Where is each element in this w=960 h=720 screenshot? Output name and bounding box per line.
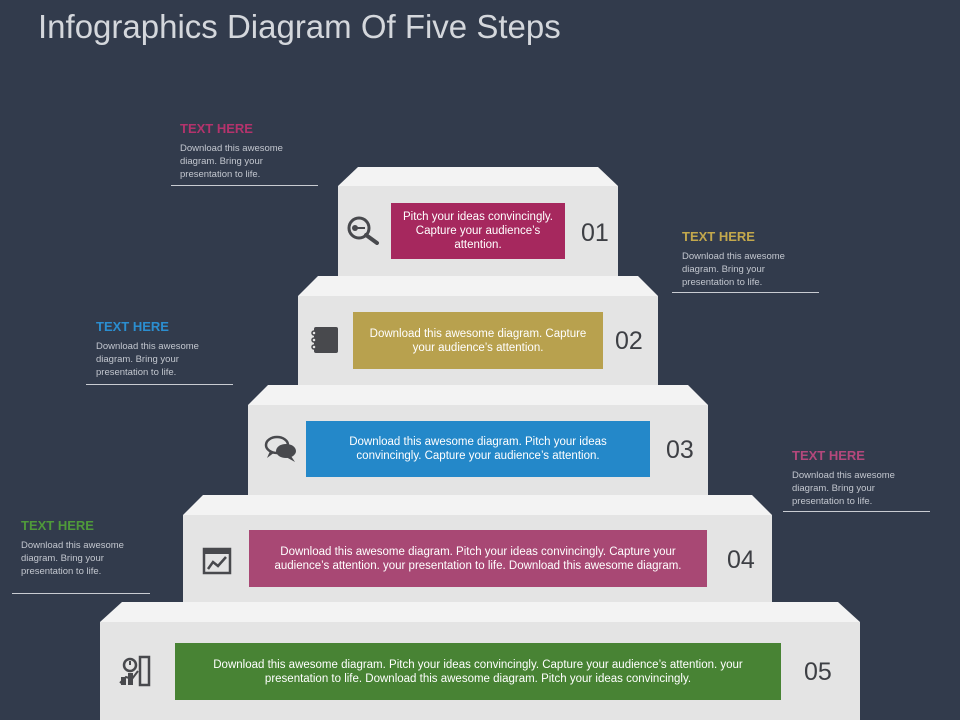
step-2-text: Download this awesome diagram. Capture y…: [369, 327, 587, 354]
callout-1-heading: TEXT HERE: [180, 121, 253, 136]
step-4-top: [183, 495, 772, 515]
callout-2-body: Download this awesome diagram. Bring you…: [682, 251, 785, 288]
callout-5: TEXT HERE Download this awesome diagram.…: [21, 518, 171, 578]
callout-1: TEXT HERE Download this awesome diagram.…: [180, 121, 330, 181]
callout-5-heading: TEXT HERE: [21, 518, 94, 533]
callout-2: TEXT HERE Download this awesome diagram.…: [682, 229, 832, 289]
step-5-number: 05: [804, 658, 832, 686]
step-1-text: Pitch your ideas convincingly. Capture y…: [403, 211, 553, 251]
step-4-number: 04: [727, 546, 755, 574]
callout-3: TEXT HERE Download this awesome diagram.…: [96, 319, 246, 379]
callout-3-rule: [86, 384, 233, 385]
callout-4-heading: TEXT HERE: [792, 448, 865, 463]
step-3-top: [248, 385, 708, 405]
step-5-box: Download this awesome diagram. Pitch you…: [175, 643, 781, 700]
step-4-box: Download this awesome diagram. Pitch you…: [249, 530, 707, 587]
step-1-number: 01: [581, 219, 609, 247]
key-search-icon: [347, 216, 379, 245]
callout-3-body: Download this awesome diagram. Bring you…: [96, 341, 199, 378]
line-chart-icon: [202, 547, 232, 575]
callout-2-heading: TEXT HERE: [682, 229, 755, 244]
step-3-number: 03: [666, 436, 694, 464]
step-1-top: [338, 167, 618, 186]
callout-3-heading: TEXT HERE: [96, 319, 169, 334]
analytics-person-icon: [119, 655, 151, 687]
chat-bubbles-icon: [264, 435, 296, 462]
callout-4-rule: [783, 511, 930, 512]
callout-1-body: Download this awesome diagram. Bring you…: [180, 143, 283, 180]
callout-5-rule: [12, 593, 150, 594]
callout-2-rule: [672, 292, 819, 293]
step-2-top: [298, 276, 658, 296]
step-5-text: Download this awesome diagram. Pitch you…: [213, 658, 743, 685]
step-4-text: Download this awesome diagram. Pitch you…: [274, 545, 682, 572]
page-title: Infographics Diagram Of Five Steps: [38, 8, 561, 45]
step-3-box: Download this awesome diagram. Pitch you…: [306, 421, 650, 477]
step-2-box: Download this awesome diagram. Capture y…: [353, 312, 603, 369]
step-2-number: 02: [615, 327, 643, 355]
callout-4-body: Download this awesome diagram. Bring you…: [792, 470, 895, 507]
step-1-box: Pitch your ideas convincingly. Capture y…: [391, 203, 565, 259]
callout-4: TEXT HERE Download this awesome diagram.…: [792, 448, 942, 508]
callout-5-body: Download this awesome diagram. Bring you…: [21, 540, 124, 577]
step-5-top: [100, 602, 860, 622]
step-3-text: Download this awesome diagram. Pitch you…: [349, 436, 607, 462]
notebook-icon: [311, 327, 338, 353]
callout-1-rule: [171, 185, 318, 186]
